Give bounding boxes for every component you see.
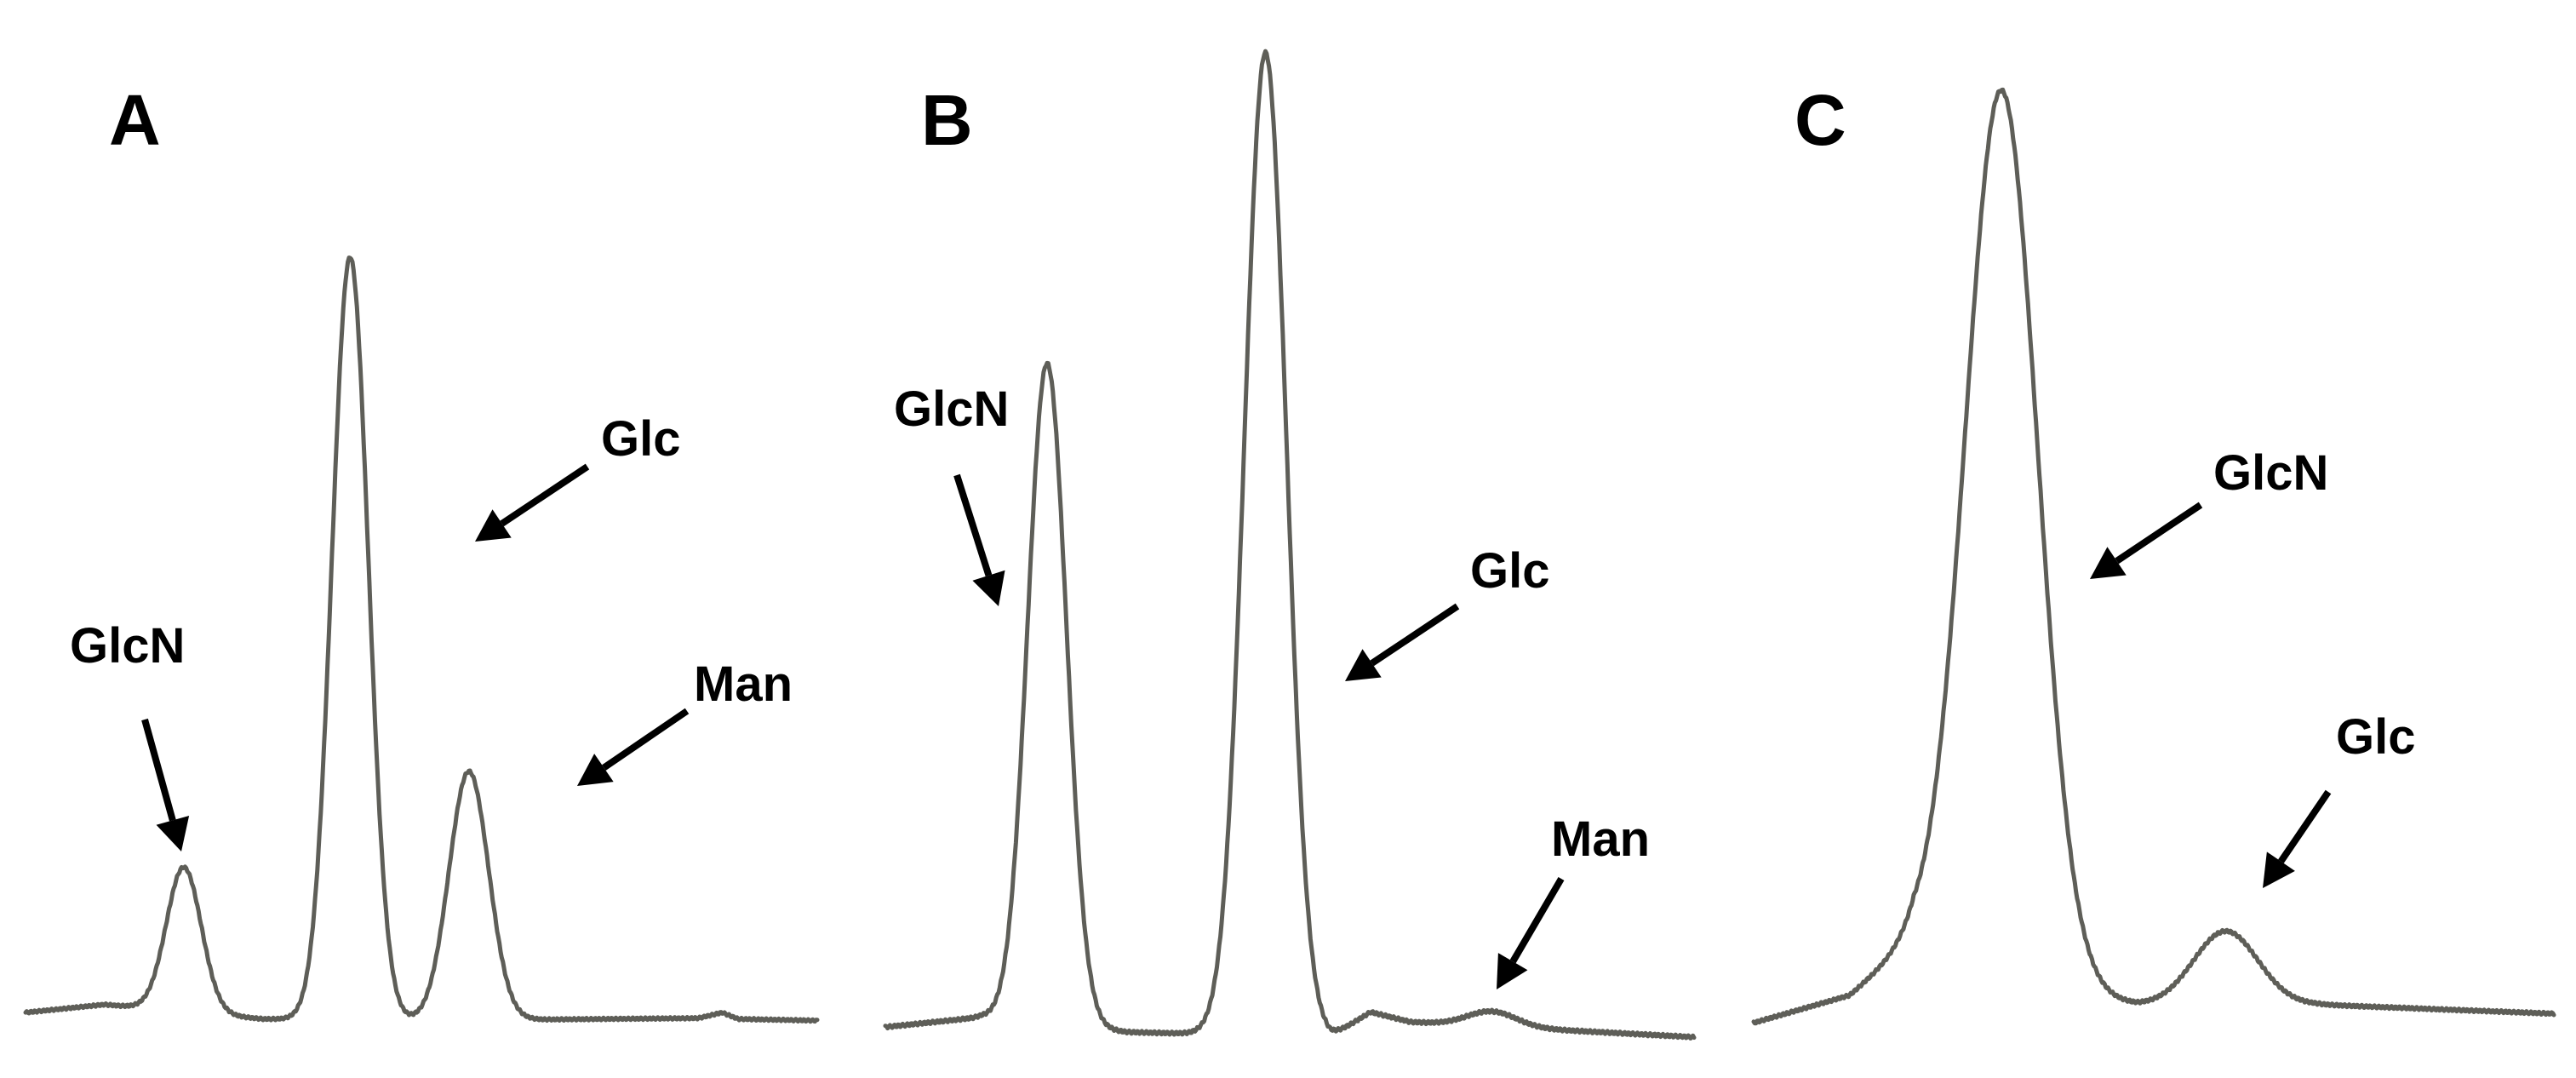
panel-a-glc-label: Glc — [601, 411, 681, 467]
panel-a-glcn-label: GlcN — [70, 618, 185, 674]
panel-a-man-arrow-shaft — [602, 708, 690, 771]
panel-b-glcn-arrow-shaft — [953, 473, 993, 577]
chromatogram-trace-b — [883, 49, 1697, 1041]
panel-b-man-label: Man — [1551, 811, 1650, 867]
panel-b-glcn-arrow-head — [972, 570, 1005, 606]
panel-c-glc-arrow-shaft — [2278, 789, 2332, 863]
panel-b-glcn-label: GlcN — [894, 381, 1009, 437]
panel-b-man-arrow-head — [1497, 953, 1528, 989]
chromatogram-trace-c — [1751, 87, 2556, 1026]
panel-a-man-arrow-head — [577, 754, 614, 786]
panel-a-glc-arrow-shaft — [500, 463, 590, 527]
panel-a-glcn-arrow-shaft — [141, 718, 176, 822]
panel-label-a: A — [109, 80, 161, 160]
panel-c-glcn-label: GlcN — [2213, 445, 2328, 501]
panel-label-b: B — [921, 80, 973, 160]
panel-b-glc-label: Glc — [1470, 543, 1550, 599]
panel-a-glcn-arrow-head — [156, 816, 190, 852]
panel-c-glc-arrow-head — [2263, 852, 2295, 888]
panel-b-glc-arrow-shaft — [1370, 603, 1460, 667]
panel-c-glcn-arrow-head — [2090, 547, 2127, 579]
panel-b-glc-arrow-head — [1345, 649, 1382, 681]
chromatogram-trace-a — [23, 255, 820, 1024]
panel-b-man-arrow-shaft — [1509, 876, 1565, 964]
panel-c-glcn-arrow-shaft — [2115, 502, 2203, 565]
panel-c: C GlcN Glc — [1751, 80, 2556, 1026]
panel-label-c: C — [1795, 80, 1846, 160]
panel-a-man-label: Man — [694, 657, 793, 712]
panel-a-glc-arrow-head — [475, 509, 512, 542]
panel-c-glc-label: Glc — [2336, 709, 2416, 765]
